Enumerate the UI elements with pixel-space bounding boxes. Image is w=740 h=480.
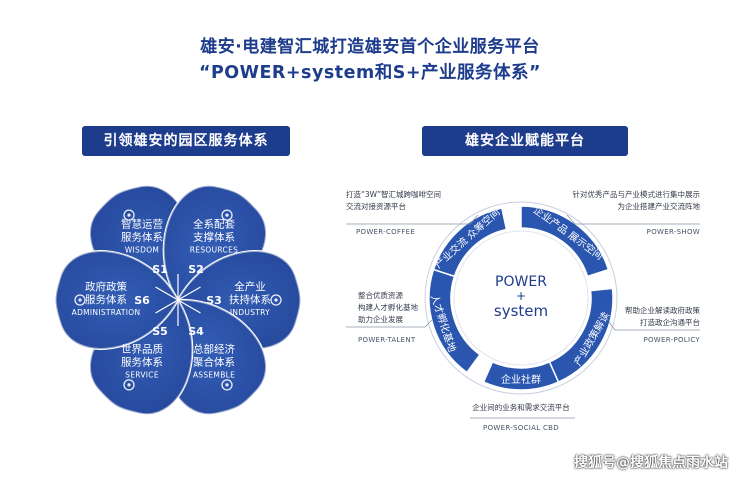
petal-english-label: WISDOM bbox=[125, 246, 159, 255]
ring-center-label: POWER+system bbox=[494, 274, 548, 320]
petal-title-line1: 智慧运营 bbox=[121, 218, 163, 231]
petal-title-line2: 服务体系 bbox=[85, 293, 127, 306]
petal-s6 bbox=[54, 250, 180, 350]
petal-title-line2: 服务体系 bbox=[121, 231, 163, 244]
callout-tag: POWER-SOCIAL CBD bbox=[483, 424, 559, 432]
petal-english-label: ADMINISTRATION bbox=[72, 308, 141, 317]
petal-title-line2: 聚合体系 bbox=[193, 355, 235, 368]
petal-code: S2 bbox=[188, 263, 204, 276]
watermark: 搜狐号@搜狐焦点雨水站 bbox=[574, 455, 728, 471]
center-text: POWER bbox=[495, 274, 547, 290]
flower-center-dividers bbox=[155, 274, 201, 326]
box-icon bbox=[123, 379, 135, 391]
petal-code: S3 bbox=[206, 294, 222, 307]
petal-title-line1: 总部经济 bbox=[193, 342, 235, 355]
petal-title-line1: 政府政策 bbox=[85, 280, 127, 293]
petal-title-line1: 世界品质 bbox=[121, 343, 163, 355]
ring-segment-label: 企业社群 bbox=[501, 373, 541, 386]
callout-connector bbox=[469, 214, 479, 225]
ring-center bbox=[453, 230, 589, 366]
plug-icon bbox=[221, 379, 233, 391]
petal-title-line1: 全系配套 bbox=[193, 218, 235, 231]
callout-text: 打造“3W”智汇城跨咖啡空间 bbox=[346, 189, 441, 199]
center-text: + bbox=[516, 289, 526, 303]
callout-text: 帮助企业解读政府政策 bbox=[625, 305, 700, 315]
petal-english-label: RESOURCES bbox=[190, 246, 238, 255]
petal-title-line2: 服务体系 bbox=[121, 355, 163, 368]
outer-ring-outline bbox=[424, 201, 618, 395]
callout-tag: POWER-TALENT bbox=[358, 336, 416, 344]
petal-code: S1 bbox=[152, 263, 168, 276]
ring-segment: 企业社群 bbox=[482, 360, 560, 391]
fingerprint-icon bbox=[123, 209, 135, 221]
callout-text: 打造政企沟通平台 bbox=[640, 317, 700, 327]
petal-english-label: SERVICE bbox=[125, 370, 159, 379]
shield-icon bbox=[221, 209, 233, 221]
petal-title-line2: 扶持体系 bbox=[229, 293, 271, 306]
left-banner: 引领雄安的园区服务体系 bbox=[82, 126, 290, 156]
petal-code: S6 bbox=[134, 294, 150, 307]
callout-power-social-cbd: 企业间的业务和需求交流平台 POWER-SOCIAL CBD bbox=[470, 402, 575, 432]
right-banner: 雄安企业赋能平台 bbox=[422, 126, 628, 156]
petal-english-label: INDUSTRY bbox=[230, 308, 270, 317]
callout-text: 为企业搭建产业交流阵地 bbox=[618, 201, 701, 211]
building-icon bbox=[74, 294, 86, 306]
callout-connector bbox=[424, 319, 433, 328]
callout-text: 交流对接资源平台 bbox=[346, 201, 406, 211]
petal-title-line2: 支撑体系 bbox=[193, 231, 235, 244]
callout-connector bbox=[608, 321, 616, 331]
petal-code: S5 bbox=[152, 325, 168, 338]
callout-connector bbox=[566, 214, 576, 225]
callout-text: 助力企业发展 bbox=[358, 314, 403, 324]
center-text: system bbox=[494, 302, 548, 320]
callout-tag: POWER-COFFEE bbox=[356, 228, 415, 236]
page-subtitle: “POWER+system和S+产业服务体系” bbox=[198, 63, 542, 83]
hand-icon bbox=[270, 294, 282, 306]
page-title: 雄安·电建智汇城打造雄安首个企业服务平台 bbox=[200, 37, 540, 57]
callout-text: 构建人才孵化基地 bbox=[358, 302, 418, 312]
callout-text: 企业间的业务和需求交流平台 bbox=[472, 402, 570, 412]
callout-tag: POWER-SHOW bbox=[647, 228, 700, 236]
petal-title-line1: 全产业 bbox=[234, 280, 266, 293]
callout-text: 整合优质资源 bbox=[358, 290, 403, 300]
callout-text: 针对优秀产品与产业模式进行集中展示 bbox=[573, 189, 701, 199]
petal-english-label: ASSEMBLE bbox=[193, 370, 235, 379]
petal-code: S4 bbox=[188, 325, 204, 338]
callout-tag: POWER-POLICY bbox=[643, 336, 700, 344]
